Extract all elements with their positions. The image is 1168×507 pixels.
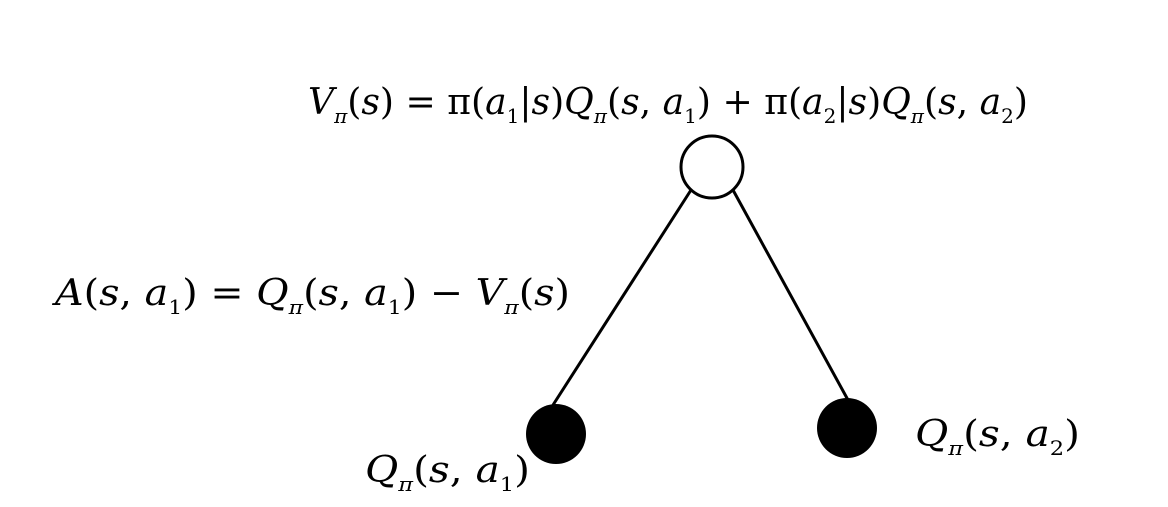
edge-root-to-a1 xyxy=(551,189,693,406)
action-node-a1 xyxy=(526,404,586,464)
state-node xyxy=(679,134,745,200)
action-node-a2 xyxy=(817,398,877,458)
edge-root-to-a2 xyxy=(731,189,850,401)
root-value-equation: Vπ(s) = π(a1|s)Qπ(s, a1) + π(a2|s)Qπ(s, … xyxy=(308,82,1028,128)
